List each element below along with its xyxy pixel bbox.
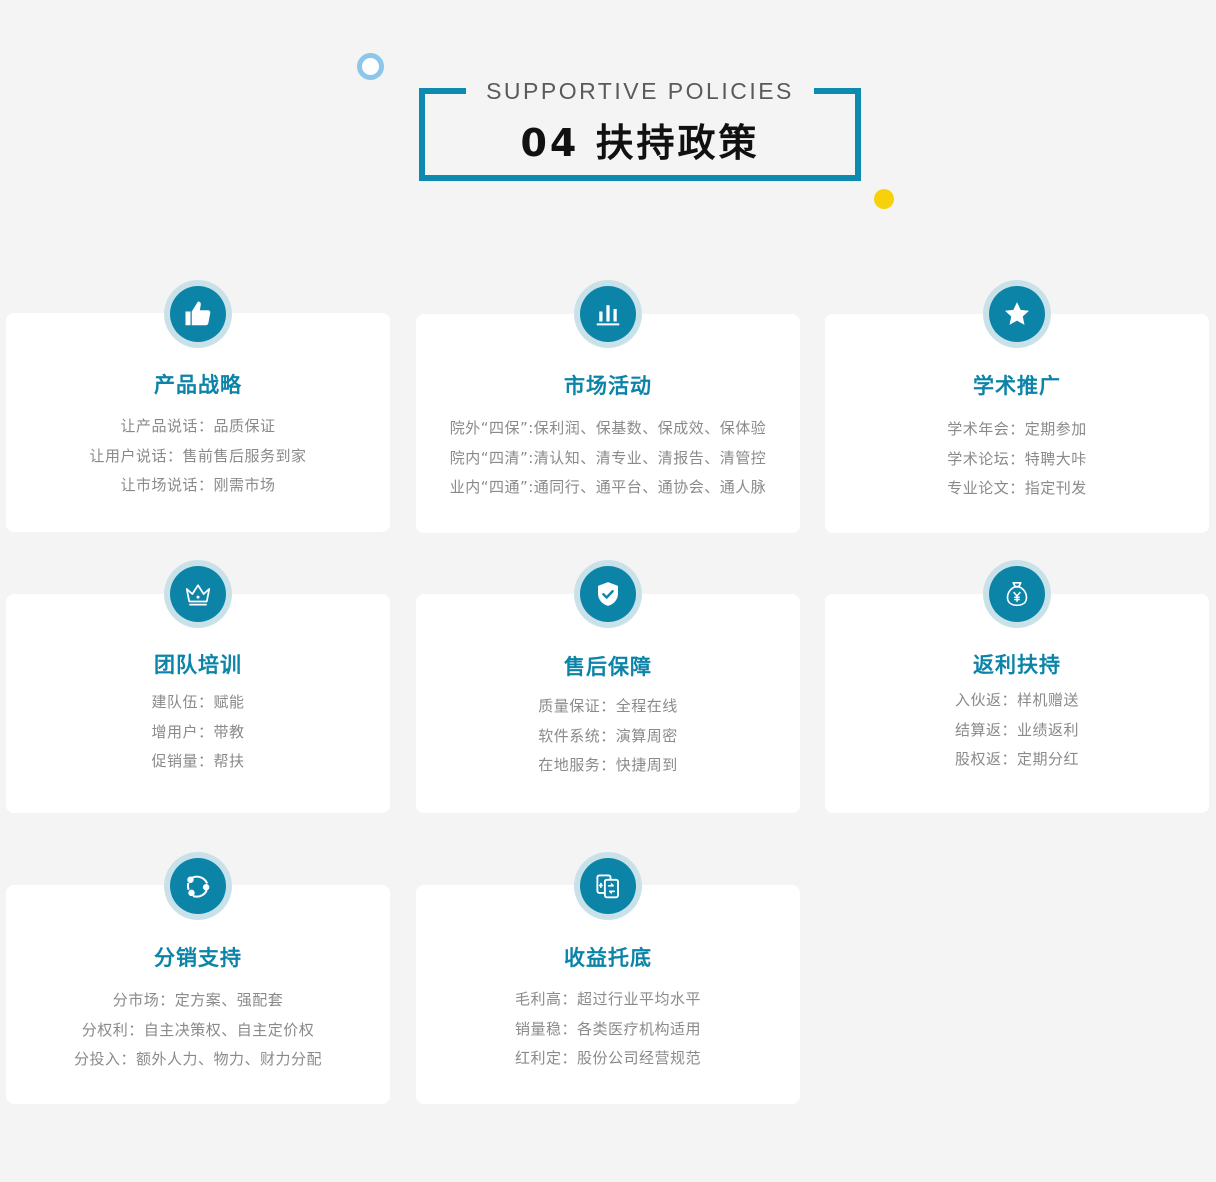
card-line: 分投入：额外人力、物力、财力分配 — [73, 1050, 322, 1068]
card-title: 团队培训 — [154, 653, 242, 677]
card-line: 学术年会：定期参加 — [947, 420, 1087, 438]
badge-core — [170, 566, 226, 622]
card-rebate-support: 返利扶持 入伙返：样机赠送 结算返：业绩返利 股权返：定期分红 — [825, 594, 1209, 813]
card-title: 售后保障 — [564, 655, 652, 679]
distribution-icon — [186, 875, 210, 898]
card-line: 院外“四保”:保利润、保基数、保成效、保体验 — [449, 419, 767, 437]
card-product-strategy: 产品战略 让产品说话：品质保证 让用户说话：售前售后服务到家 让市场说话：刚需市… — [6, 313, 390, 532]
card-line: 让用户说话：售前售后服务到家 — [89, 446, 307, 465]
page-title: 04 扶持政策 — [520, 121, 760, 165]
card-lines: 院外“四保”:保利润、保基数、保成效、保体验 院内“四清”:清认知、清专业、清报… — [416, 414, 800, 503]
decorative-ring — [357, 53, 384, 80]
card-line: 软件系统：演算周密 — [538, 726, 678, 745]
card-title: 收益托底 — [564, 946, 652, 970]
card-title: 产品战略 — [154, 373, 242, 397]
revenue-icon — [596, 874, 619, 899]
card-academic-promotion: 学术推广 学术年会：定期参加 学术论坛：特聘大咔 专业论文：指定刊发 — [825, 314, 1209, 533]
card-line: 入伙返：样机赠送 — [954, 691, 1079, 709]
card-line: 红利定：股份公司经营规范 — [514, 1049, 701, 1067]
badge — [164, 560, 232, 628]
card-team-training: 团队培训 建队伍：赋能 增用户：带教 促销量：帮扶 — [6, 594, 390, 813]
badge-core — [580, 858, 636, 914]
card-line: 分权利：自主决策权、自主定价权 — [81, 1020, 315, 1039]
bar-chart-icon — [596, 305, 620, 326]
header-frame-gap — [466, 82, 814, 96]
card-lines: 入伙返：样机赠送 结算返：业绩返利 股权返：定期分红 — [825, 686, 1209, 775]
card-lines: 学术年会：定期参加 学术论坛：特聘大咔 专业论文：指定刊发 — [825, 415, 1209, 504]
card-line: 股权返：定期分红 — [954, 750, 1079, 768]
decorative-dot — [874, 189, 894, 209]
crown-icon — [185, 584, 211, 606]
card-line: 在地服务：快捷周到 — [538, 756, 678, 774]
card-revenue-guarantee: 收益托底 毛利高：超过行业平均水平 销量稳：各类医疗机构适用 红利定：股份公司经… — [416, 885, 800, 1104]
card-line: 分市场：定方案、强配套 — [112, 991, 284, 1009]
card-line: 院内“四清”:清认知、清专业、清报告、清管控 — [449, 448, 767, 467]
card-line: 毛利高：超过行业平均水平 — [514, 990, 701, 1008]
card-line: 专业论文：指定刊发 — [947, 479, 1087, 497]
money-bag-icon — [1006, 581, 1028, 607]
card-line: 增用户：带教 — [151, 722, 245, 741]
badge — [983, 280, 1051, 348]
card-line: 质量保证：全程在线 — [538, 697, 678, 715]
badge — [983, 560, 1051, 628]
badge-core — [170, 858, 226, 914]
card-line: 业内“四通”:通同行、通平台、通协会、通人脉 — [449, 478, 767, 496]
star-icon — [1005, 302, 1029, 325]
card-lines: 质量保证：全程在线 软件系统：演算周密 在地服务：快捷周到 — [416, 692, 800, 781]
badge-core — [580, 286, 636, 342]
card-title: 市场活动 — [564, 374, 652, 398]
card-lines: 建队伍：赋能 增用户：带教 促销量：帮扶 — [6, 688, 390, 777]
card-line: 建队伍：赋能 — [151, 693, 245, 711]
card-line: 促销量：帮扶 — [151, 752, 245, 770]
badge — [574, 560, 642, 628]
thumbs-up-icon — [185, 301, 211, 326]
shield-check-icon — [598, 582, 618, 606]
card-title: 学术推广 — [973, 374, 1061, 398]
card-title: 分销支持 — [154, 946, 242, 970]
badge — [574, 280, 642, 348]
card-market-activities: 市场活动 院外“四保”:保利润、保基数、保成效、保体验 院内“四清”:清认知、清… — [416, 314, 800, 533]
card-after-sales: 售后保障 质量保证：全程在线 软件系统：演算周密 在地服务：快捷周到 — [416, 594, 800, 813]
card-line: 学术论坛：特聘大咔 — [947, 449, 1087, 468]
card-lines: 毛利高：超过行业平均水平 销量稳：各类医疗机构适用 红利定：股份公司经营规范 — [416, 985, 800, 1074]
card-distribution-support: 分销支持 分市场：定方案、强配套 分权利：自主决策权、自主定价权 分投入：额外人… — [6, 885, 390, 1104]
card-title: 返利扶持 — [973, 653, 1061, 677]
card-line: 销量稳：各类医疗机构适用 — [514, 1019, 701, 1038]
card-lines: 让产品说话：品质保证 让用户说话：售前售后服务到家 让市场说话：刚需市场 — [6, 412, 390, 501]
badge-core — [170, 286, 226, 342]
badge-core — [989, 566, 1045, 622]
header-en-title: SUPPORTIVE POLICIES — [486, 78, 794, 104]
badge-core — [989, 286, 1045, 342]
card-line: 让市场说话：刚需市场 — [120, 476, 276, 494]
badge-core — [580, 566, 636, 622]
card-line: 结算返：业绩返利 — [954, 720, 1079, 739]
badge — [164, 280, 232, 348]
badge — [164, 852, 232, 920]
card-line: 让产品说话：品质保证 — [120, 417, 276, 435]
card-lines: 分市场：定方案、强配套 分权利：自主决策权、自主定价权 分投入：额外人力、物力、… — [6, 986, 390, 1075]
badge — [574, 852, 642, 920]
